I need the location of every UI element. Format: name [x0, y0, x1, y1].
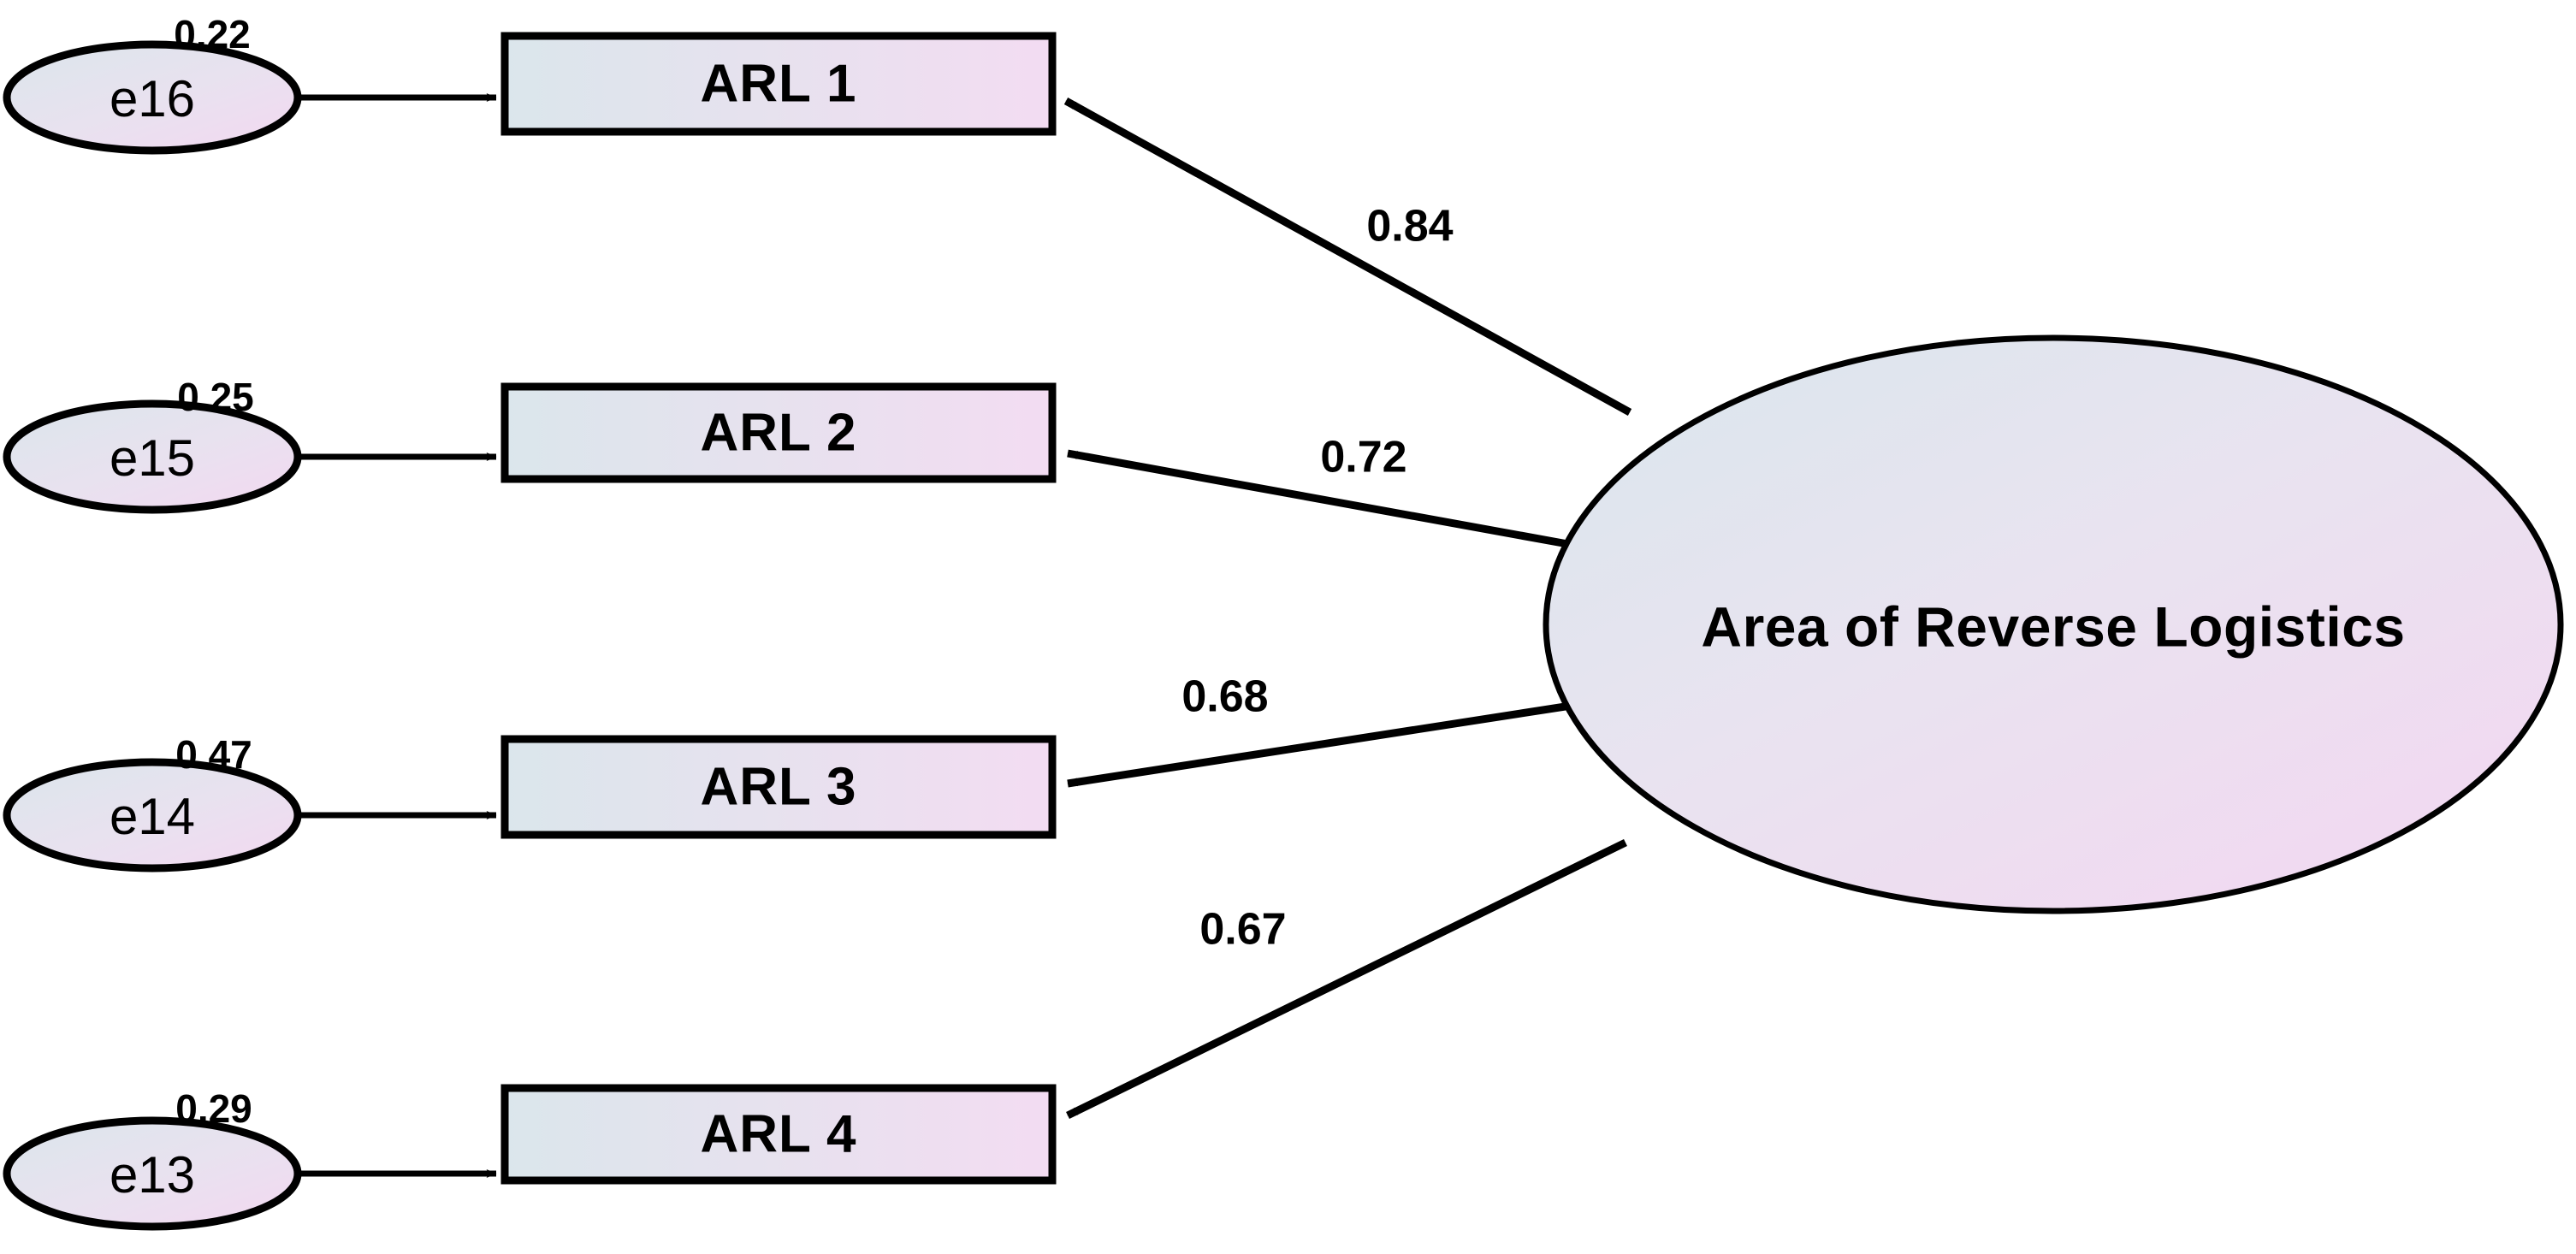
- indicator-node-arl2[interactable]: ARL 2: [500, 382, 1057, 483]
- indicator-label-arl3: ARL 3: [700, 757, 856, 816]
- error-ellipse-e14[interactable]: [3, 758, 302, 872]
- indicator-box-arl1[interactable]: [500, 32, 1057, 136]
- error-coefficient-e13: 0.29: [175, 1086, 252, 1131]
- factor-loading-edges: [1063, 98, 1632, 1120]
- error-ellipse-e16[interactable]: [3, 40, 302, 155]
- loading-edge-arl3: [1067, 701, 1572, 788]
- error-label-e15: e15: [110, 429, 195, 487]
- error-node-e16[interactable]: e16: [3, 40, 302, 155]
- indicator-box-arl3[interactable]: [500, 735, 1057, 839]
- indicator-label-arl2: ARL 2: [700, 403, 856, 462]
- indicator-box-arl2[interactable]: [500, 382, 1057, 483]
- loading-edge-arl1: [1063, 98, 1632, 416]
- error-coefficient-e15: 0.25: [177, 375, 254, 419]
- indicator-node-arl1[interactable]: ARL 1: [500, 32, 1057, 136]
- loading-coefficient-arl3: 0.68: [1181, 672, 1268, 722]
- error-ellipse-e15[interactable]: [3, 399, 302, 514]
- error-label-e14: e14: [110, 788, 195, 845]
- loading-coefficient-arl4: 0.67: [1199, 905, 1286, 955]
- latent-label: Area of Reverse Logistics: [1701, 594, 2405, 658]
- indicator-label-arl4: ARL 4: [700, 1104, 856, 1163]
- latent-ellipse[interactable]: [1543, 334, 2564, 914]
- latent-node-arl[interactable]: Area of Reverse Logistics: [1543, 334, 2564, 914]
- indicator-node-arl4[interactable]: ARL 4: [500, 1084, 1057, 1185]
- error-edges: [299, 93, 497, 1178]
- loading-coefficient-arl1: 0.84: [1366, 202, 1453, 251]
- error-coefficient-labels: 0.22 0.25 0.47 0.29: [174, 12, 254, 1131]
- loading-edge-arl4: [1066, 838, 1627, 1120]
- loading-edge-arl2: [1067, 449, 1573, 549]
- loading-coefficient-labels: 0.84 0.72 0.68 0.67: [1181, 202, 1453, 955]
- error-ellipse-e13[interactable]: [3, 1116, 302, 1231]
- error-coefficient-e14: 0.47: [175, 732, 252, 777]
- error-node-e13[interactable]: e13: [3, 1116, 302, 1231]
- error-coefficient-e16: 0.22: [174, 12, 251, 56]
- indicator-node-arl3[interactable]: ARL 3: [500, 735, 1057, 839]
- error-label-e16: e16: [110, 70, 195, 127]
- error-label-e13: e13: [110, 1146, 195, 1204]
- error-node-e14[interactable]: e14: [3, 758, 302, 872]
- indicator-box-arl4[interactable]: [500, 1084, 1057, 1185]
- loading-coefficient-arl2: 0.72: [1320, 433, 1406, 482]
- error-node-e15[interactable]: e15: [3, 399, 302, 514]
- indicator-label-arl1: ARL 1: [700, 54, 856, 113]
